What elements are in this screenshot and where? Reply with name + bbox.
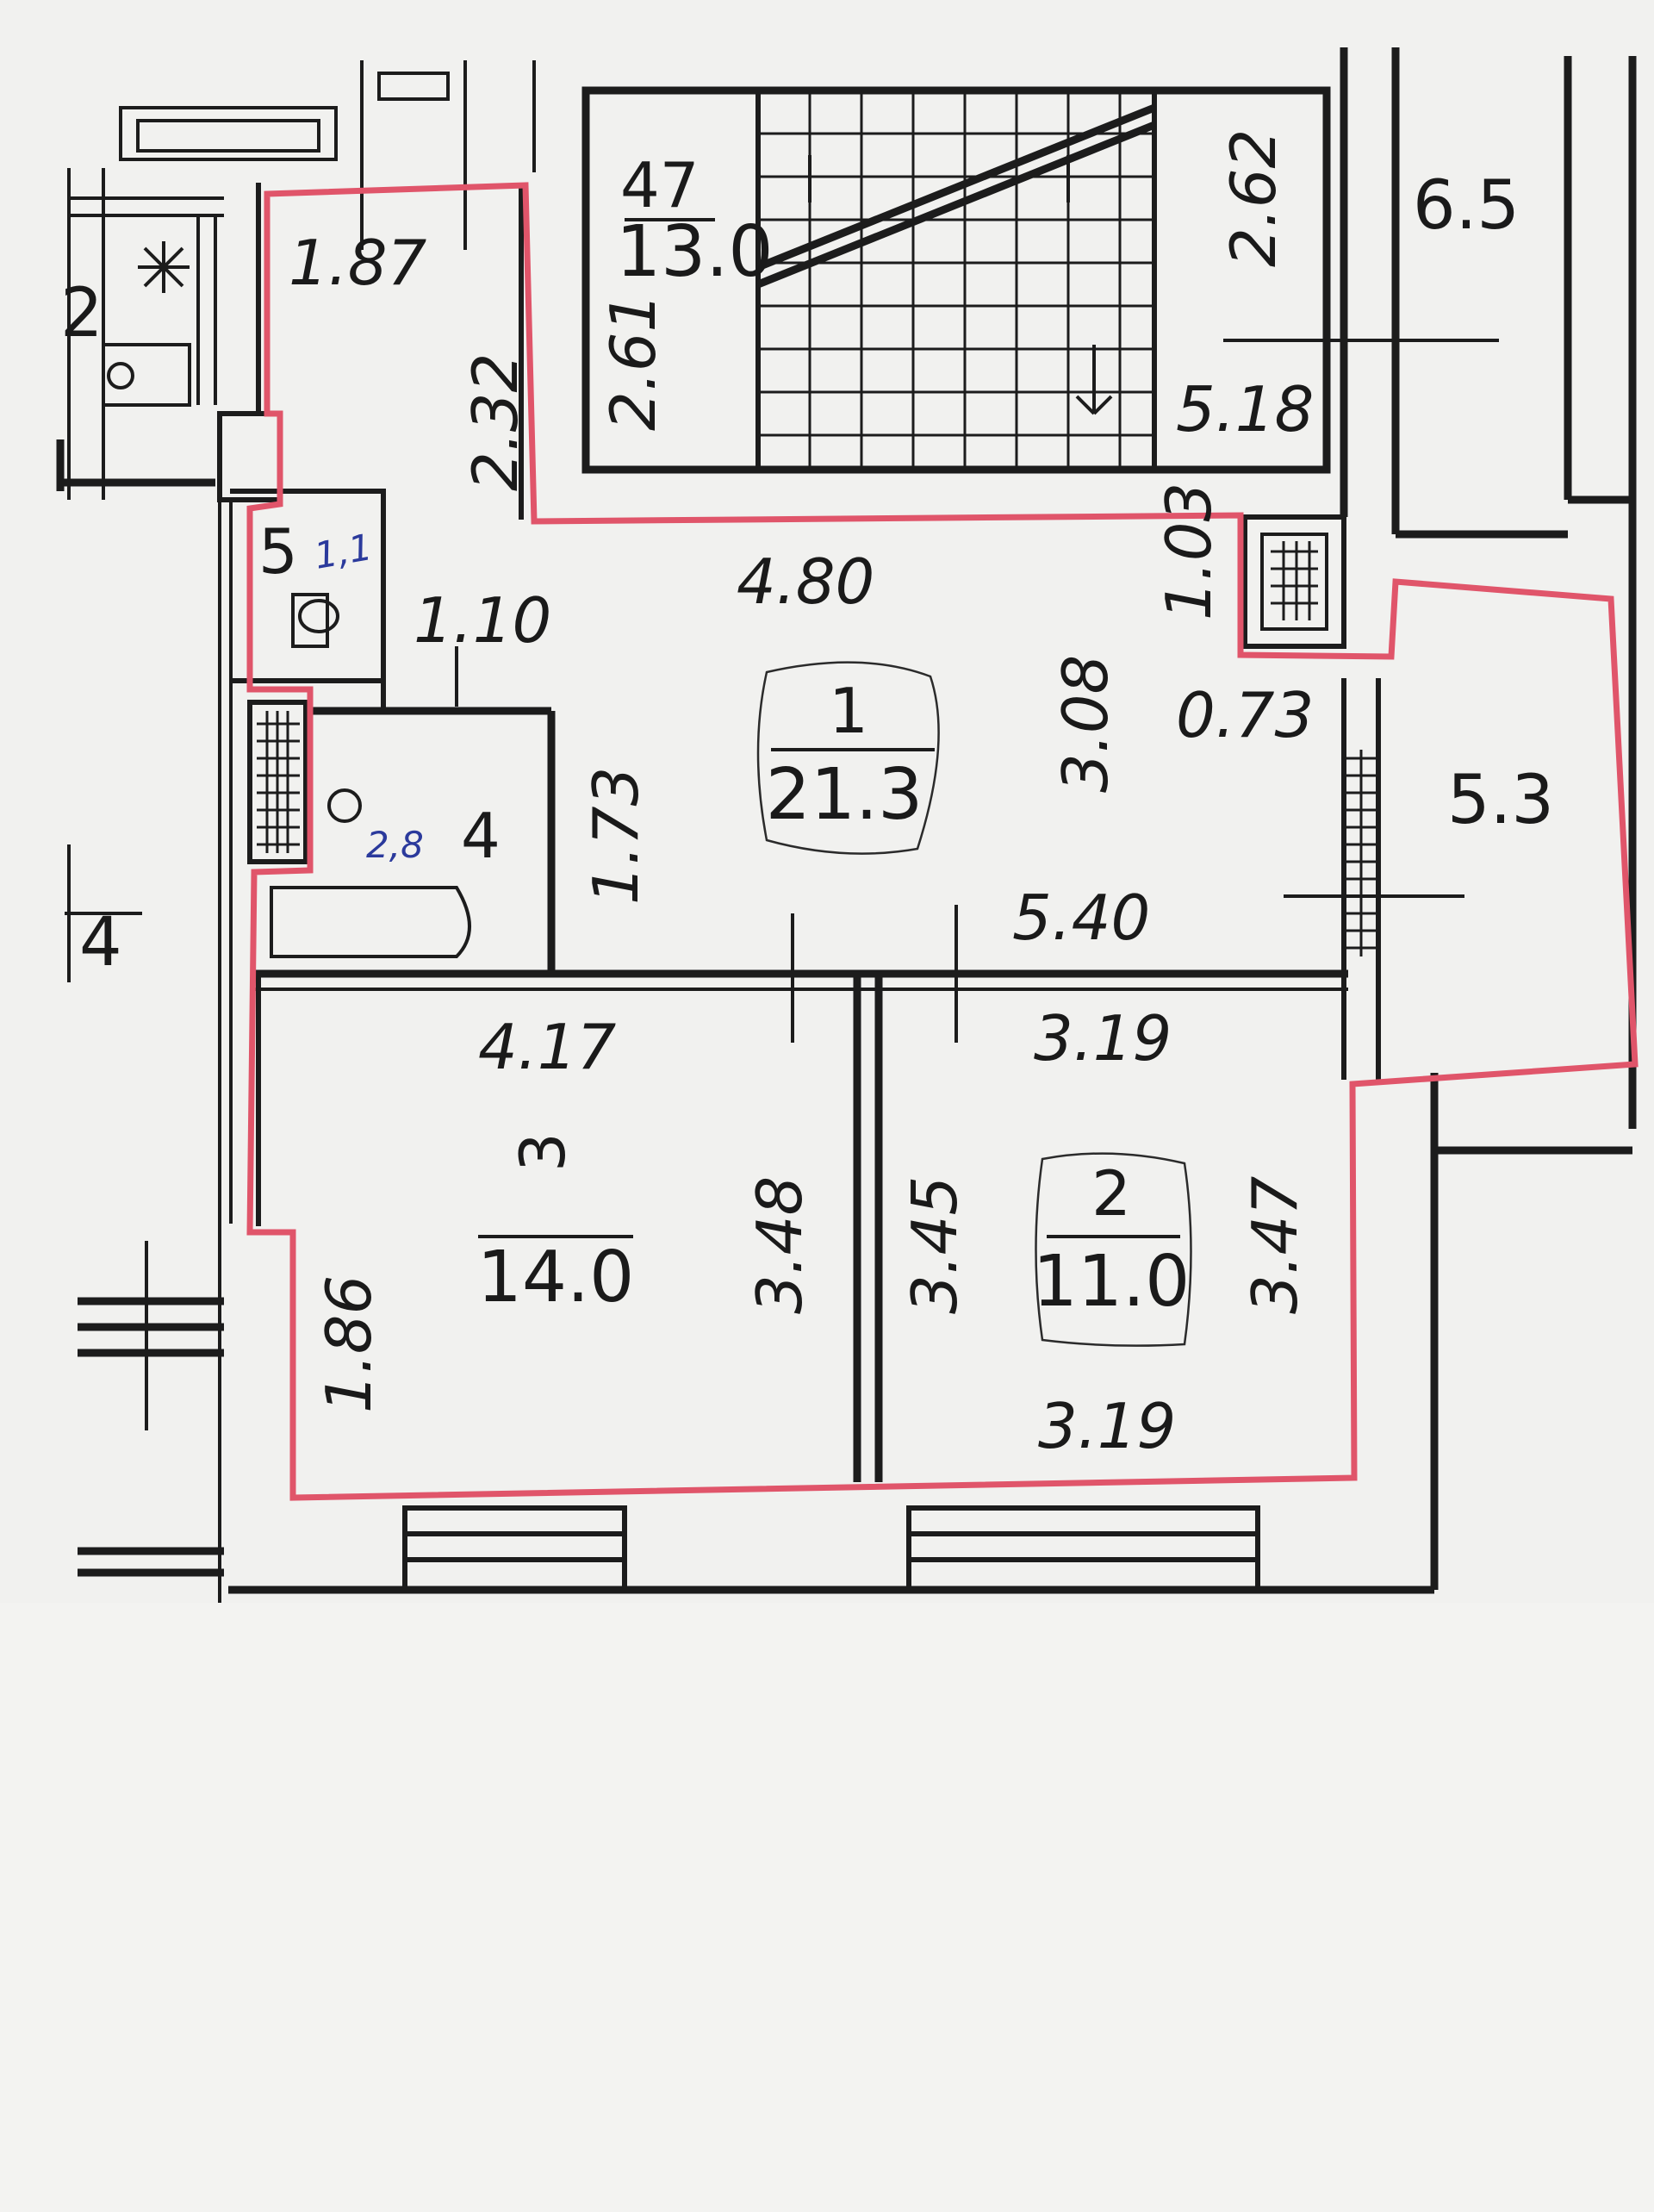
room-5-number: 5 xyxy=(258,515,298,588)
dim-room5-width: 1.10 xyxy=(414,584,551,657)
dim-room3-right: 3.48 xyxy=(743,1176,816,1314)
room-2-area: 11.0 xyxy=(1033,1241,1191,1323)
dim-niche-height: 1.03 xyxy=(1153,483,1225,620)
dim-room2-left: 3.45 xyxy=(899,1176,971,1314)
room-3-number: 3 xyxy=(507,1132,579,1172)
room-2-label: 2 11.0 xyxy=(1033,1152,1192,1347)
stairwell: 47 13.0 2.61 2.62 5.18 xyxy=(581,86,1499,474)
room-2-number: 2 xyxy=(1091,1157,1131,1230)
dim-room2-bottom: 3.19 xyxy=(1038,1390,1176,1462)
room-4-handwritten-area: 2,8 xyxy=(366,824,424,866)
apartment-outline xyxy=(246,182,1638,1501)
neighbor-right-area: 6.5 xyxy=(1413,167,1520,245)
dim-hall-top-height: 2.32 xyxy=(459,353,532,491)
dim-room1-right: 3.08 xyxy=(1049,655,1122,793)
dim-room2-right: 3.47 xyxy=(1239,1175,1311,1314)
left-neighbor-fragment: 2 xyxy=(56,60,536,500)
window-room-3 xyxy=(402,1505,627,1592)
dim-stair-right: 2.62 xyxy=(1217,129,1290,267)
dim-stair-left: 2.61 xyxy=(597,293,669,431)
room-3-area: 14.0 xyxy=(477,1237,635,1318)
room-1-label: 1 21.3 xyxy=(756,661,940,855)
dim-room2-top: 3.19 xyxy=(1034,1002,1172,1075)
dim-room4-height: 1.73 xyxy=(580,767,652,905)
dimension-labels: 1.87 2.32 1.10 4.80 3.08 1.03 0.73 1.73 … xyxy=(289,227,1314,1462)
room-1-area: 21.3 xyxy=(766,754,923,836)
window-room-2 xyxy=(906,1505,1260,1592)
room-5-handwritten-area: 1,1 xyxy=(311,526,375,577)
dim-room3-top: 4.17 xyxy=(478,1011,617,1083)
balcony-area: 5.3 xyxy=(1447,762,1554,839)
dim-stair-bottom: 5.18 xyxy=(1176,373,1314,446)
dim-hall-top-width: 1.87 xyxy=(289,227,427,299)
left-mid-fragment: 4 xyxy=(65,500,233,1603)
dim-room1-top: 4.80 xyxy=(737,545,874,618)
room-3-label: 3 14.0 xyxy=(477,1132,635,1318)
left-top-fragment-label: 2 xyxy=(60,275,103,352)
dim-room3-left: 1.86 xyxy=(313,1275,385,1413)
stairwell-area: 13.0 xyxy=(616,211,774,293)
paper-blank-area xyxy=(0,1603,1654,2212)
right-neighbor: 6.5 xyxy=(1340,47,1637,1590)
dim-niche-width: 0.73 xyxy=(1176,679,1314,751)
room-4-number: 4 xyxy=(461,800,501,872)
dim-room1-bottom: 5.40 xyxy=(1012,882,1150,954)
room-1-number: 1 xyxy=(829,675,868,747)
left-mid-fragment-label: 4 xyxy=(79,904,122,981)
apartment-walls xyxy=(217,183,1464,1594)
stairwell-number: 47 xyxy=(620,149,700,221)
